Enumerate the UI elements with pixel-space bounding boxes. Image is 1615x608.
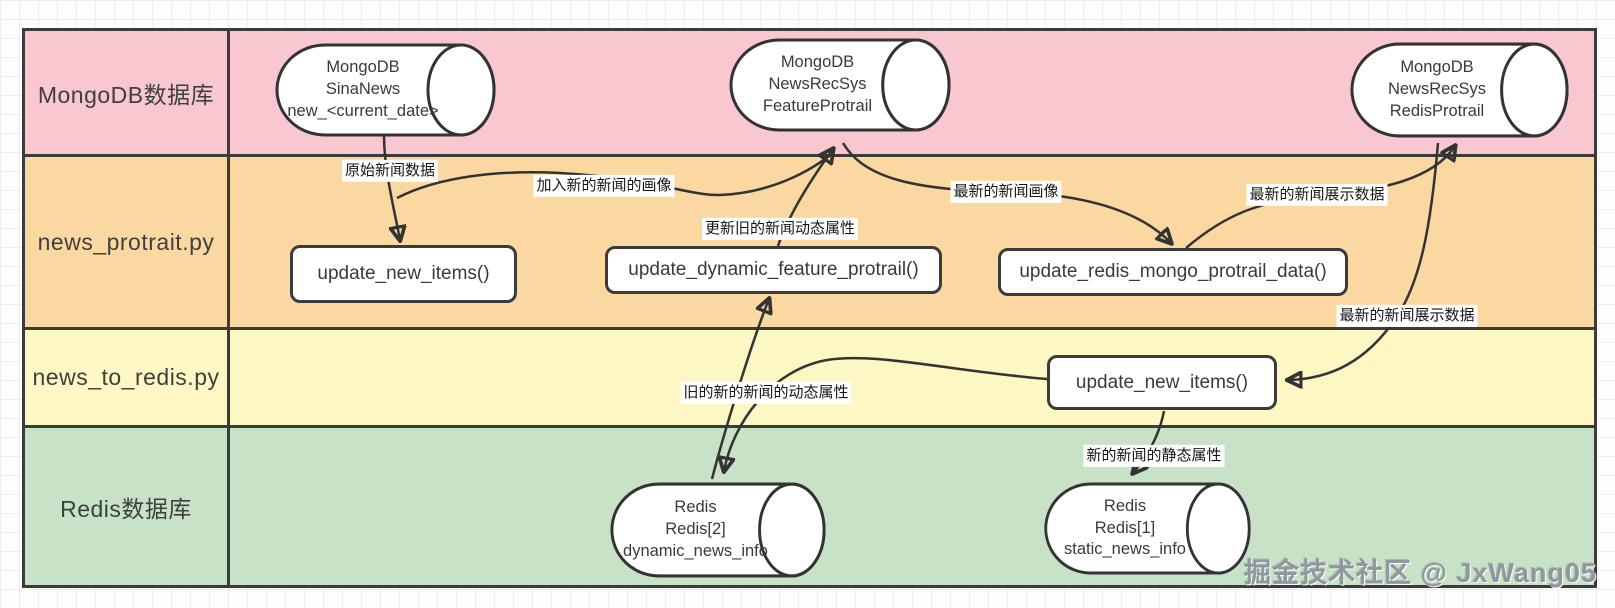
function-box-update-redis-mongo-protrail-data: update_redis_mongo_protrail_data() [998, 248, 1348, 296]
lane-news-protrait: news_protrait.py [25, 154, 1594, 327]
lane-news-to-redis: news_to_redis.py [25, 327, 1594, 425]
cylinder-line: MongoDB [780, 53, 855, 72]
function-box-update-new-items-protrait: update_new_items() [290, 245, 517, 303]
cylinder-shape-icon [1350, 42, 1569, 138]
cylinder-redis-dynamic-news-info: Redis Redis[2] dynamic_news_info [608, 482, 827, 578]
cylinder-line: RedisProtrail [1389, 101, 1485, 120]
lane-label-news-protrait: news_protrait.py [25, 157, 230, 327]
edge-label-add-new-news-portrait: 加入新的新闻的画像 [533, 174, 675, 198]
cylinder-line: NewsRecSys [768, 75, 867, 94]
watermark-text: 掘金技术社区 @ JxWang05 [1244, 558, 1597, 588]
cylinder-mongodb-sinanews: MongoDB SinaNews new_<current_date> [273, 43, 497, 137]
cylinder-mongodb-redis-protrail: MongoDB NewsRecSys RedisProtrail [1348, 42, 1570, 138]
edge-label-new-news-static-attrs: 新的新闻的静态属性 [1083, 444, 1225, 468]
edge-label-old-new-news-dynamic-attrs: 旧的新的新闻的动态属性 [680, 381, 852, 405]
edge-label-raw-news-data: 原始新闻数据 [341, 159, 439, 183]
lane-label-mongodb: MongoDB数据库 [25, 31, 230, 154]
edge-label-latest-news-display-data-bottom: 最新的新闻展示数据 [1336, 304, 1478, 328]
cylinder-text: Redis Redis[2] dynamic_news_info [614, 482, 777, 578]
cylinder-line: static_news_info [1064, 540, 1186, 559]
function-box-update-new-items-to-redis: update_new_items() [1047, 355, 1277, 410]
lane-label-news-to-redis: news_to_redis.py [25, 330, 230, 425]
cylinder-line: Redis[2] [665, 520, 726, 539]
cylinder-text: MongoDB NewsRecSys FeatureProtrail [733, 38, 902, 132]
edge-label-latest-news-display-data-top: 最新的新闻展示数据 [1246, 183, 1388, 207]
cylinder-mongodb-feature-protrail: MongoDB NewsRecSys FeatureProtrail [727, 38, 952, 132]
cylinder-text: MongoDB NewsRecSys RedisProtrail [1354, 42, 1520, 138]
function-box-update-dynamic-feature-protrail: update_dynamic_feature_protrail() [605, 246, 942, 294]
cylinder-line: MongoDB [1400, 58, 1474, 77]
cylinder-redis-static-news-info: Redis Redis[1] static_news_info [1042, 482, 1252, 575]
edge-label-latest-news-portrait: 最新的新闻画像 [950, 180, 1062, 204]
cylinder-line: dynamic_news_info [623, 541, 768, 560]
cylinder-line: MongoDB [326, 58, 400, 77]
cylinder-line: Redis [674, 498, 717, 517]
cylinder-line: FeatureProtrail [762, 96, 873, 115]
cylinder-text: MongoDB SinaNews new_<current_date> [279, 43, 447, 137]
cylinder-line: SinaNews [325, 80, 401, 99]
cylinder-line: NewsRecSys [1387, 80, 1487, 99]
cylinder-line: Redis[1] [1094, 518, 1156, 537]
lane-body-news-to-redis [230, 330, 1594, 425]
cylinder-shape-icon [610, 482, 826, 578]
edge-label-update-old-news-dynamic-attrs: 更新旧的新闻动态属性 [701, 217, 859, 241]
cylinder-line: new_<current_date> [287, 101, 439, 120]
cylinder-shape-icon [1044, 482, 1251, 575]
cylinder-line: Redis [1103, 496, 1147, 515]
cylinder-text: Redis Redis[1] static_news_info [1048, 482, 1202, 575]
cylinder-shape-icon [729, 38, 951, 132]
lane-label-redis: Redis数据库 [25, 428, 230, 585]
cylinder-shape-icon [275, 43, 496, 137]
